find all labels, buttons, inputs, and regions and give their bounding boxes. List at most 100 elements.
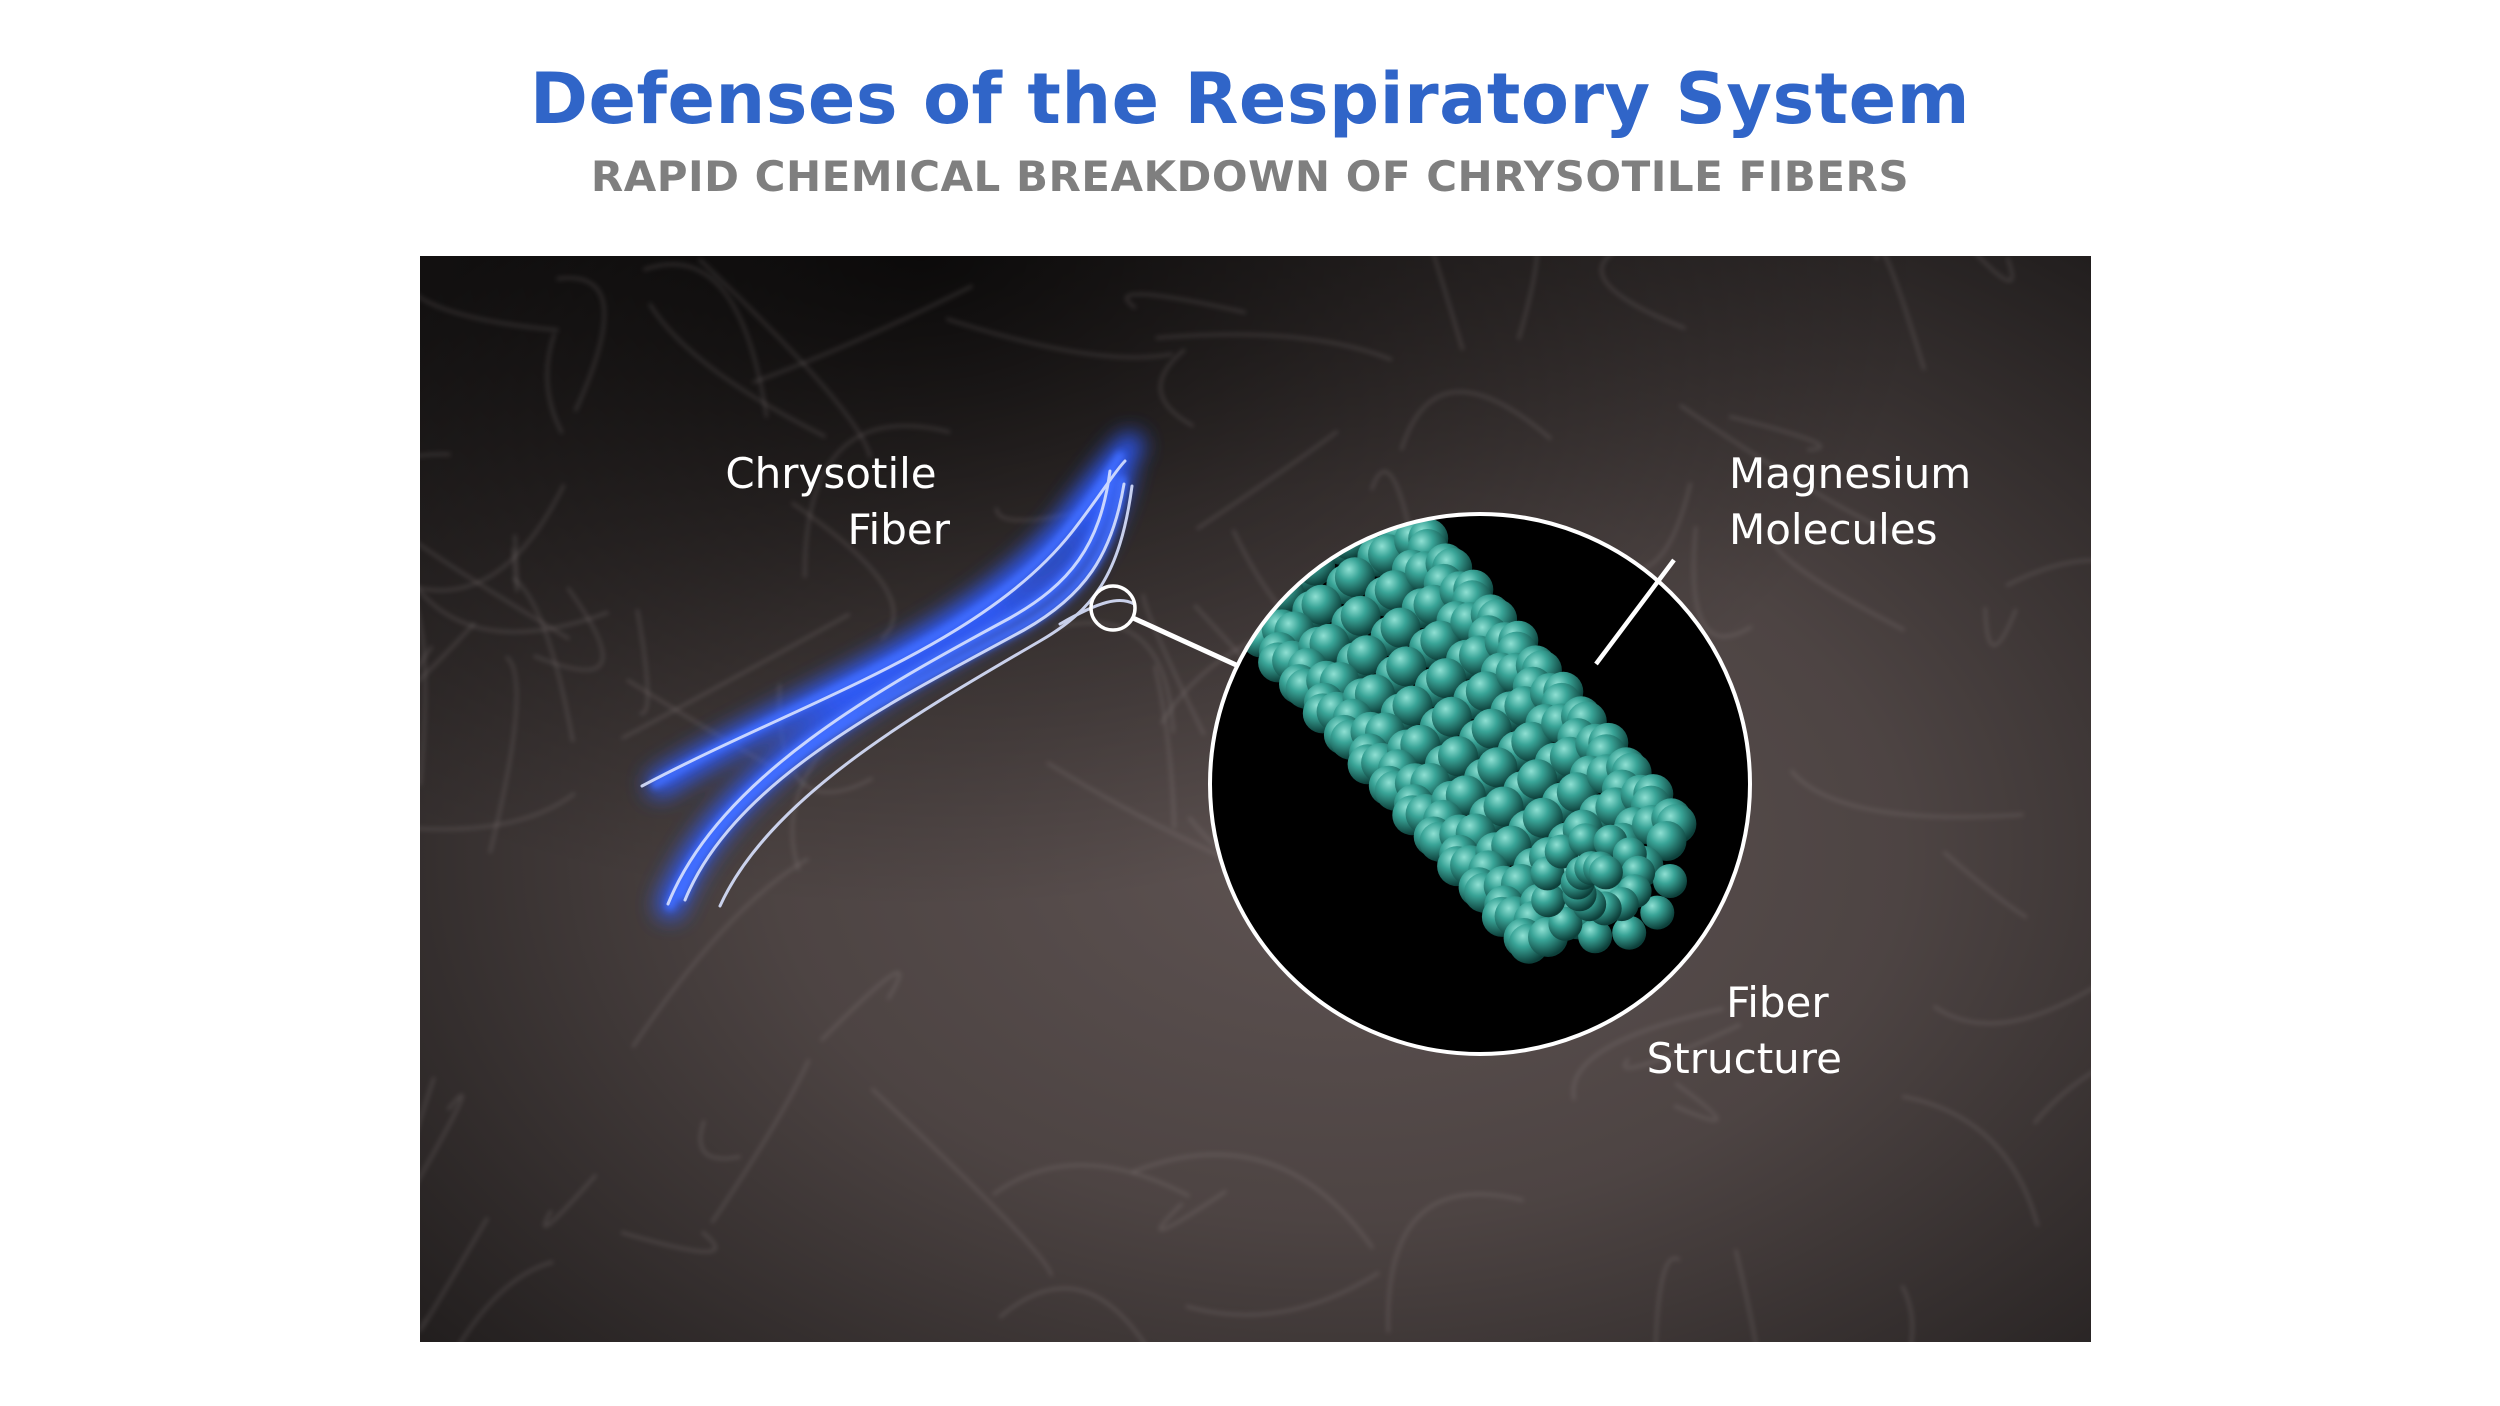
tissue-web-strand	[1678, 403, 1919, 545]
tissue-web-strand	[1386, 1192, 1524, 1333]
tissue-web-strand	[1789, 769, 2024, 819]
tissue-web-strand	[488, 655, 519, 854]
magnesium-molecule	[1578, 919, 1613, 954]
tissue-web-strand	[1571, 1007, 1724, 1101]
page-subtitle: RAPID CHEMICAL BREAKDOWN OF CHRYSOTILE F…	[590, 152, 1910, 201]
tissue-web-strand	[1196, 429, 1339, 531]
label-magnesium-molecules: Magnesium Molecules	[1729, 449, 1985, 554]
tissue-web-strand	[556, 276, 606, 412]
tissue-web-strand	[1654, 1256, 1681, 1342]
tissue-web-strand	[2005, 558, 2091, 588]
magnesium-molecule	[1531, 883, 1566, 918]
tissue-web-strand	[543, 1173, 598, 1228]
tissue-web-strand	[1131, 1153, 1374, 1250]
tissue-web-strand	[1153, 665, 1176, 829]
tissue-web-strand	[992, 1163, 1191, 1198]
magnesium-molecule	[1568, 823, 1603, 858]
label-fiber-structure: Fiber Structure	[1647, 978, 1842, 1083]
tissue-web-strand	[648, 302, 826, 438]
magnesium-molecule	[1340, 595, 1381, 636]
illustration-panel: Chrysotile Fiber Magnesium Molecules Fib…	[420, 256, 2091, 1342]
tissue-web-strand	[1933, 987, 2091, 1025]
tissue-web-strand	[2032, 1071, 2091, 1125]
magnesium-molecule	[1612, 915, 1647, 950]
tissue-web-strand	[1155, 332, 1393, 362]
tissue-web-strand	[699, 1119, 741, 1160]
tissue-web-strand	[621, 612, 851, 740]
tissue-web-strand	[420, 1076, 436, 1125]
callout-ring	[1089, 584, 1137, 632]
tissue-web-strand	[420, 1217, 489, 1332]
tissue-web-strand	[1900, 1284, 1914, 1342]
tissue-web-strand	[1125, 292, 1246, 314]
tissue-web-strand	[1983, 607, 2018, 647]
tissue-web-strand	[1729, 415, 1822, 452]
tissue-web-strand	[1158, 1189, 1227, 1232]
fiber-illustration: Chrysotile Fiber Magnesium Molecules Fib…	[420, 256, 2091, 1342]
tissue-web-strand	[1600, 256, 1686, 330]
magnesium-molecule	[1334, 557, 1375, 598]
magnesium-molecule	[1347, 635, 1387, 676]
tissue-web-strand	[512, 576, 575, 743]
magnesium-molecule	[1386, 646, 1427, 687]
magnesium-molecule	[1426, 658, 1467, 699]
chrysotile-fiber-illustration	[640, 433, 1143, 919]
tissue-web-strand	[545, 332, 564, 434]
tissue-web-strand	[1185, 1271, 1380, 1317]
magnesium-molecule	[1431, 696, 1472, 737]
tissue-web-strand	[1399, 390, 1553, 451]
tissue-web-strand	[998, 1286, 1146, 1342]
tissue-web-strand	[1141, 594, 1206, 736]
tissue-web-strand	[791, 501, 896, 641]
magnesium-molecule	[1548, 906, 1583, 941]
tissue-web-strand	[533, 586, 605, 672]
tissue-web-strand	[1976, 256, 2014, 283]
tissue-web-strand	[631, 857, 809, 1048]
magnesium-molecule	[1471, 708, 1512, 749]
page-title: Defenses of the Respiratory System	[529, 58, 1971, 140]
tissue-web-strand	[1875, 256, 1926, 371]
tissue-web-strand	[1623, 1023, 1742, 1070]
tissue-web-strand	[420, 588, 609, 634]
tissue-web-strand	[1159, 348, 1194, 428]
tissue-web-strand	[803, 424, 951, 578]
tissue-web-strand	[1901, 1094, 2040, 1227]
magnesium-molecule	[1640, 895, 1675, 930]
tissue-web-strand	[1734, 1249, 1757, 1342]
magnesium-molecule	[1392, 685, 1433, 726]
tissue-web-strand	[420, 295, 559, 332]
magnesium-molecule	[1653, 864, 1687, 898]
magnesium-molecule	[1588, 855, 1623, 890]
tissue-web-strand	[1692, 526, 1753, 638]
tissue-web-strand	[1054, 621, 1175, 734]
tissue-web-strand	[1942, 850, 2028, 919]
tissue-web-strand	[1432, 256, 1465, 351]
tissue-web-strand	[1046, 761, 1241, 867]
tissue-web-strand	[635, 609, 650, 715]
tissue-web-strand	[710, 1058, 811, 1224]
tissue-web-strand	[698, 258, 872, 458]
tissue-web-strand	[620, 1230, 717, 1254]
magnesium-molecule	[1301, 584, 1342, 625]
tissue-web-strand	[820, 971, 901, 1042]
tissue-web-strand	[420, 622, 476, 682]
tissue-web-strand	[420, 1093, 464, 1180]
magnesium-molecule	[1438, 736, 1478, 777]
label-chrysotile-fiber: Chrysotile Fiber	[725, 449, 950, 554]
tissue-web-strand	[420, 483, 566, 592]
magnesium-molecule	[1522, 797, 1563, 838]
tissue-web-strand	[870, 1087, 1053, 1277]
tissue-web-strand	[459, 1260, 554, 1342]
molecules-pointer-line	[1594, 558, 1676, 666]
tissue-web-strand	[1673, 1082, 1719, 1122]
magnesium-molecule	[1477, 747, 1518, 788]
tissue-web-strand	[420, 615, 427, 786]
callout-line	[1131, 615, 1247, 672]
tissue-web-strand	[1517, 256, 1539, 340]
tissue-web-strand	[511, 534, 519, 592]
tissue-web-strand	[752, 284, 974, 384]
tissue-web-strand	[420, 792, 576, 831]
magnesium-molecule	[1380, 607, 1421, 648]
tissue-web-strand	[420, 543, 571, 641]
tissue-web-strand	[642, 263, 769, 418]
